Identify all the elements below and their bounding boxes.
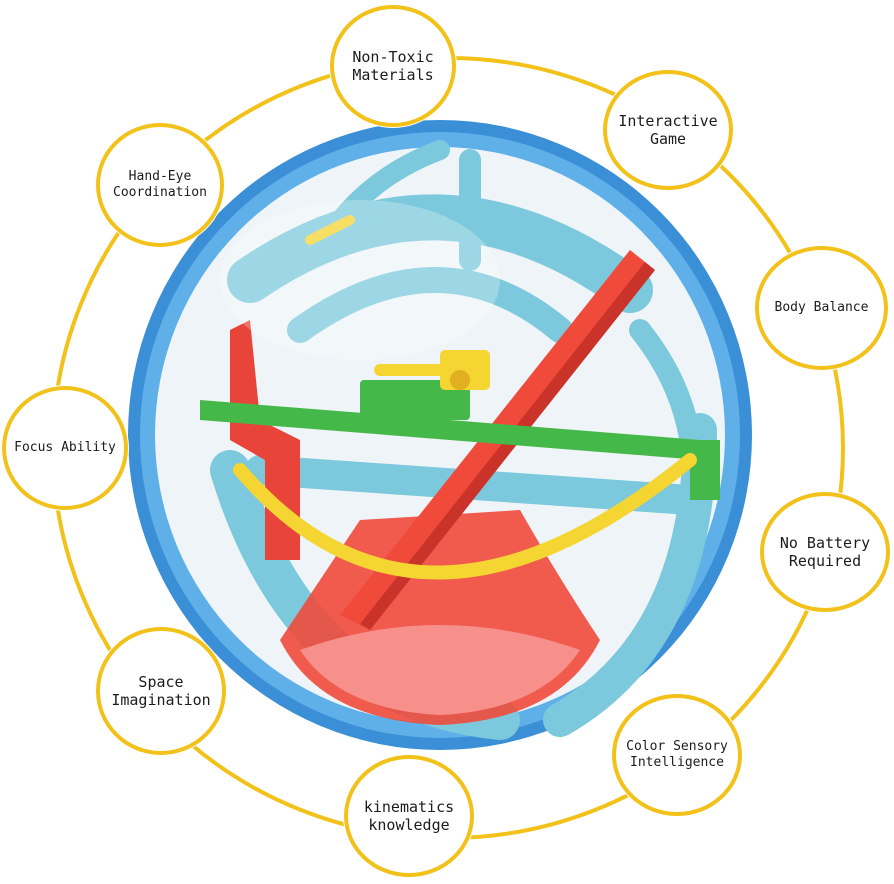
feature-label-body-balance: Body Balance bbox=[774, 300, 869, 316]
feature-label-kinematics: kinematics knowledge bbox=[363, 798, 455, 834]
feature-bubble-color-sensory: Color Sensory Intelligence bbox=[612, 694, 742, 816]
red-base-highlight bbox=[300, 625, 580, 715]
feature-label-focus-ability: Focus Ability bbox=[14, 440, 116, 456]
feature-label-color-sensory: Color Sensory Intelligence bbox=[626, 739, 728, 770]
feature-bubble-focus-ability: Focus Ability bbox=[2, 386, 128, 510]
sphere-gloss bbox=[220, 200, 500, 360]
red-diagonal-shadow bbox=[360, 262, 655, 630]
feature-bubble-space-imagination: Space Imagination bbox=[96, 627, 226, 755]
blue-maze-track bbox=[210, 140, 717, 740]
feature-label-interactive-game: Interactive Game bbox=[618, 112, 718, 148]
feature-label-no-battery: No Battery Required bbox=[779, 534, 871, 570]
green-track bbox=[200, 380, 720, 500]
feature-label-hand-eye: Hand-Eye Coordination bbox=[113, 169, 207, 200]
feature-bubble-body-balance: Body Balance bbox=[755, 246, 888, 370]
feature-bubble-interactive-game: Interactive Game bbox=[603, 70, 733, 190]
feature-bubble-hand-eye: Hand-Eye Coordination bbox=[96, 123, 224, 247]
feature-bubble-no-battery: No Battery Required bbox=[760, 492, 890, 612]
feature-bubble-non-toxic: Non-Toxic Materials bbox=[330, 5, 456, 127]
feature-label-space-imagination: Space Imagination bbox=[111, 673, 211, 709]
feature-label-non-toxic: Non-Toxic Materials bbox=[352, 48, 434, 84]
red-left-arm bbox=[230, 320, 300, 560]
yellow-ring bbox=[450, 370, 470, 390]
feature-bubble-kinematics: kinematics knowledge bbox=[344, 755, 474, 877]
